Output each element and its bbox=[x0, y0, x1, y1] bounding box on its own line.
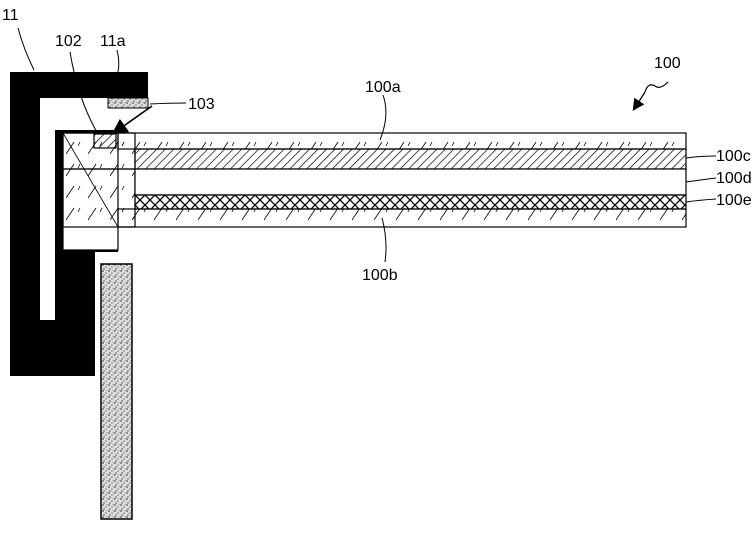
stippled-bar bbox=[101, 264, 132, 519]
label-100b: 100b bbox=[362, 267, 398, 284]
label-11a: 11a bbox=[100, 33, 126, 50]
arrow-100 bbox=[636, 82, 668, 106]
arrow-103 bbox=[118, 106, 152, 130]
layer-100b bbox=[118, 209, 686, 227]
leader-100c bbox=[686, 156, 716, 158]
layer-100d bbox=[135, 169, 686, 195]
label-103: 103 bbox=[188, 96, 215, 113]
label-100d: 100d bbox=[716, 170, 752, 187]
frame-inner-slot bbox=[40, 98, 55, 320]
label-100e: 100e bbox=[716, 192, 752, 209]
label-11: 11 bbox=[2, 7, 19, 24]
label-102: 102 bbox=[55, 33, 82, 50]
layer-100a bbox=[118, 133, 686, 149]
layer-100c bbox=[135, 149, 686, 169]
leader-103 bbox=[150, 103, 186, 104]
sensor-102 bbox=[94, 134, 116, 148]
leader-100d bbox=[686, 178, 716, 182]
leader-11a bbox=[117, 50, 119, 72]
label-100: 100 bbox=[654, 55, 681, 72]
label-100c: 100c bbox=[716, 148, 751, 165]
leader-11 bbox=[18, 28, 34, 70]
leader-100e bbox=[686, 199, 716, 202]
layer-100e bbox=[135, 195, 686, 209]
label-100a: 100a bbox=[365, 79, 401, 96]
element-103 bbox=[108, 98, 148, 108]
